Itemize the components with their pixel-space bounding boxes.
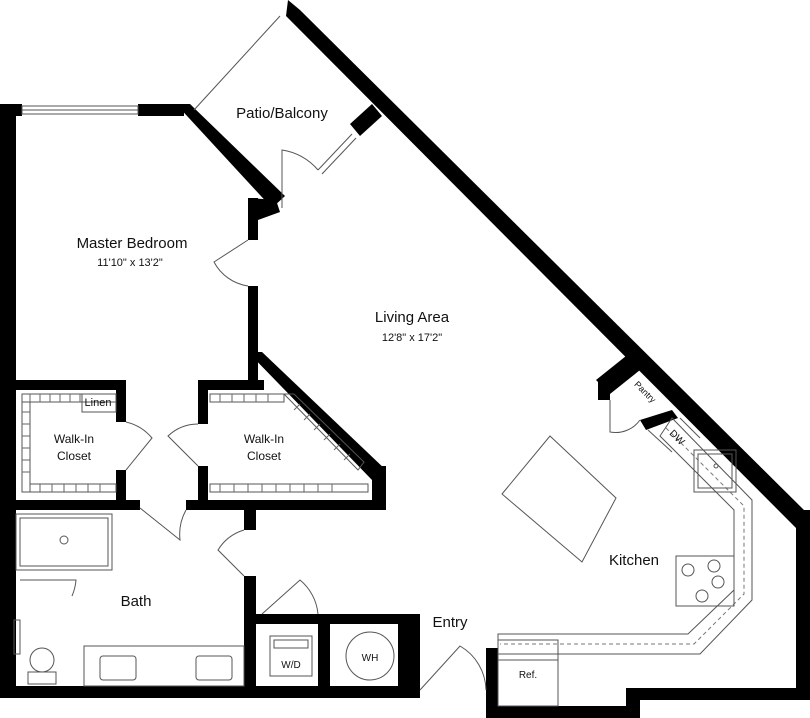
left-closet-right-wall-upper (116, 380, 126, 422)
linen-shelf (81, 393, 117, 413)
bath-window (13, 619, 21, 655)
patio-door (281, 149, 319, 208)
doors (20, 149, 641, 691)
wh-closet-right-wall (398, 614, 410, 698)
bath-closet-door (139, 507, 187, 542)
counter-edge (500, 427, 745, 645)
wh-closet-top-wall (330, 614, 410, 624)
right-closet-label-line2: Closet (247, 449, 282, 463)
entry-door (419, 645, 487, 691)
right-closet-right-wall (372, 466, 386, 510)
bedroom-diagonal-wall (176, 104, 285, 208)
master-bedroom-dims: 11'10" x 13'2" (97, 257, 163, 269)
bedroom-door (213, 239, 249, 287)
bottom-kitchen-wall (486, 706, 636, 718)
living-area-label: Living Area (375, 309, 450, 326)
room-labels: Patio/Balcony Master Bedroom 11'10" x 13… (54, 105, 659, 631)
patio-label: Patio/Balcony (236, 105, 328, 122)
burner (711, 575, 725, 589)
vanity (83, 645, 245, 687)
water-heater (345, 631, 395, 681)
right-diagonal-exterior-wall (286, 0, 810, 528)
pantry-door (609, 400, 641, 433)
bedroom-living-wall-lower (248, 286, 258, 386)
bottom-right-wall (626, 688, 810, 700)
wd-closet-top-wall (256, 614, 326, 624)
bath-right-wall-upper (244, 510, 256, 530)
master-bedroom-label: Master Bedroom (77, 235, 188, 252)
burner (707, 559, 721, 573)
bottom-exterior-wall-left (0, 686, 420, 698)
dishwasher (647, 429, 673, 453)
patio-slider-door (317, 133, 353, 171)
bath-right-wall-lower (244, 576, 256, 696)
closet-shelving (21, 393, 369, 493)
washer-dryer-label: W/D (281, 660, 300, 671)
shower-door (20, 579, 77, 597)
wd-closet-right-wall (318, 614, 330, 698)
bath-fixtures (15, 513, 245, 687)
bedroom-top-wall-left (0, 104, 22, 116)
left-closet-top-wall (0, 380, 126, 390)
washer-dryer (269, 635, 313, 677)
bedroom-living-wall-upper (248, 198, 258, 240)
left-closet-door (125, 421, 153, 471)
right-exterior-wall (796, 510, 810, 700)
burner (681, 563, 695, 577)
left-exterior-wall (0, 104, 16, 698)
entry-frame-left (408, 614, 420, 698)
right-sink (195, 655, 233, 681)
left-closet-label-line2: Closet (57, 449, 92, 463)
pantry-wall-bottom (640, 410, 678, 430)
right-closet-bottom-wall (186, 500, 386, 510)
kitchen-fixtures (497, 417, 753, 707)
living-area-dims: 12'8" x 17'2" (382, 332, 442, 344)
bath-top-wall (0, 500, 140, 510)
right-closet-door (167, 423, 199, 467)
left-closet-right-wall-lower (116, 470, 126, 510)
interior-walls (0, 198, 678, 698)
pantry-wall-left (598, 382, 610, 400)
bath-label: Bath (121, 593, 152, 610)
bath-door (217, 529, 245, 577)
right-closet-label-line1: Walk-In (244, 432, 284, 446)
patio-railing (193, 15, 281, 111)
burner (695, 589, 709, 603)
windows (13, 15, 357, 655)
kitchen-counter (497, 417, 753, 655)
refrigerator-label: Ref. (519, 670, 537, 681)
right-closet-left-wall-lower (198, 466, 208, 510)
bedroom-top-wall-right (138, 104, 184, 116)
water-heater-label: WH (362, 653, 379, 664)
refrigerator (497, 639, 559, 707)
left-closet-label-line1: Walk-In (54, 432, 94, 446)
right-closet-top-wall (198, 380, 264, 390)
entry-frame-right (486, 648, 498, 718)
utility-fixtures (269, 631, 395, 681)
dishwasher-label: DW (667, 428, 687, 448)
kitchen-label: Kitchen (609, 552, 659, 569)
toilet (29, 647, 55, 673)
linen-label: Linen (85, 397, 112, 409)
kitchen-corner-wall (626, 688, 640, 718)
shower (15, 513, 113, 571)
entry-label: Entry (432, 614, 468, 631)
bedroom-wall-corner (248, 198, 280, 220)
right-closet-left-wall-upper (198, 380, 208, 424)
shower-drain (59, 535, 69, 545)
kitchen-island (501, 435, 617, 563)
left-sink (99, 655, 137, 681)
wd-door (261, 579, 319, 615)
kitchen-sink (693, 449, 737, 493)
range (675, 555, 735, 607)
patio-wall-chunk (350, 104, 382, 136)
